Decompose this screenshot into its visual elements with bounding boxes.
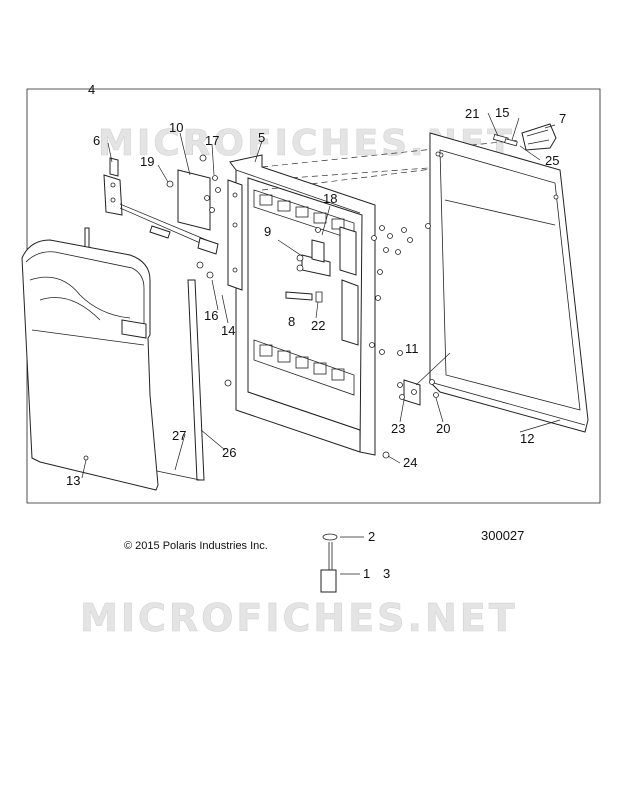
panel-12 xyxy=(429,132,589,433)
callouts: 4 6 10 17 5 19 18 9 16 14 8 22 11 21 15 … xyxy=(66,82,566,488)
pin-assembly xyxy=(320,533,364,593)
callout-1: 1 xyxy=(363,566,370,581)
callout-12: 12 xyxy=(520,431,534,446)
hardware xyxy=(166,151,441,459)
copyright-text: © 2015 Polaris Industries Inc. xyxy=(124,540,268,552)
callout-22: 22 xyxy=(311,318,325,333)
watermark-bottom: MICROFICHES.NET xyxy=(80,596,518,640)
hinge-plate-left xyxy=(227,179,243,291)
latch-handle-7 xyxy=(521,123,557,151)
callout-8: 8 xyxy=(288,314,295,329)
callout-9: 9 xyxy=(264,224,271,239)
callout-24: 24 xyxy=(403,455,417,470)
bracket-10 xyxy=(177,169,211,231)
callout-10: 10 xyxy=(169,120,183,135)
latch-6 xyxy=(103,157,219,255)
leader-lines xyxy=(80,88,561,479)
callout-6: 6 xyxy=(93,133,100,148)
figure-number: 300027 xyxy=(481,528,524,543)
callout-25: 25 xyxy=(545,153,559,168)
callout-14: 14 xyxy=(221,323,235,338)
callout-15: 15 xyxy=(495,105,509,120)
callout-26: 26 xyxy=(222,445,236,460)
screw-21 xyxy=(492,134,518,147)
callout-4: 4 xyxy=(88,82,95,97)
strap-8 xyxy=(285,291,323,303)
seal-strip-26 xyxy=(187,279,205,481)
callout-16: 16 xyxy=(204,308,218,323)
callout-27: 27 xyxy=(172,428,186,443)
callout-2: 2 xyxy=(368,529,375,544)
callout-21: 21 xyxy=(465,106,479,121)
callout-20: 20 xyxy=(436,421,450,436)
callout-7: 7 xyxy=(559,111,566,126)
callout-23: 23 xyxy=(391,421,405,436)
callout-11: 11 xyxy=(405,341,419,356)
callout-5: 5 xyxy=(258,130,265,145)
latch-9 xyxy=(296,239,331,277)
callout-13: 13 xyxy=(66,473,80,488)
callout-19: 19 xyxy=(140,154,154,169)
hinge-plate-right xyxy=(339,226,359,346)
door-panel-13 xyxy=(21,239,159,491)
callout-3: 3 xyxy=(383,566,390,581)
callout-17: 17 xyxy=(205,133,219,148)
callout-18: 18 xyxy=(323,191,337,206)
assembly-border xyxy=(26,88,601,504)
